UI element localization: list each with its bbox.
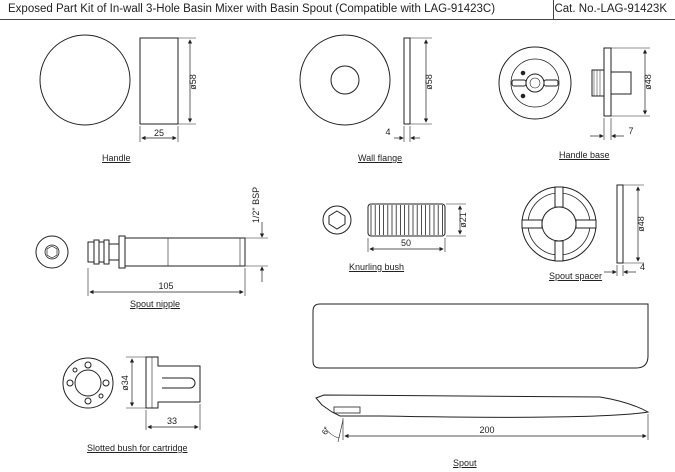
spout-spacer-drawing [521, 184, 644, 276]
caption-spout-nipple: Spout nipple [130, 299, 181, 309]
spout-spacer-diameter-text: ø48 [636, 216, 646, 232]
spout-spacer-side-view [616, 184, 624, 264]
caption-spout-spacer: Spout spacer [549, 271, 603, 281]
knurling-bush-drawing [322, 203, 466, 252]
spout-angle-line [337, 419, 344, 443]
header-rule [0, 19, 675, 20]
handle-front-view [39, 34, 131, 126]
wall-flange-side-view [403, 37, 411, 125]
spout-nipple-body [124, 237, 246, 267]
handle-base-side-plate [603, 47, 612, 117]
slotted-bush-drawing [62, 356, 201, 430]
slotted-bush-side-view [145, 356, 201, 409]
spout-nipple-end-view [35, 235, 69, 269]
spout-nipple-thread-text: 1/2" BSP [251, 187, 261, 223]
wall-flange-diameter-text: ø58 [424, 74, 434, 90]
handle-base-drawing [498, 46, 650, 140]
handle-side-view [139, 37, 179, 125]
spout-spacer-bore [541, 206, 577, 242]
caption-spout: Spout [453, 458, 477, 468]
document-title: Exposed Part Kit of In-wall 3-Hole Basin… [8, 3, 496, 15]
spout-drawing [312, 303, 650, 443]
spout-angle-text: 6° [320, 425, 332, 436]
slotted-bush-bore [74, 369, 102, 397]
handle-base-front-view [498, 46, 572, 120]
handle-depth-text: 25 [154, 128, 164, 138]
caption-handle-base: Handle base [559, 150, 610, 160]
wall-flange-thickness-text: 4 [385, 127, 390, 137]
hex-bore [328, 210, 346, 230]
wall-flange-front-view [299, 34, 391, 126]
handle-base-diameter-text: ø48 [643, 74, 653, 90]
handle-diameter-text: ø58 [188, 74, 198, 90]
spout-outlet [333, 406, 361, 414]
handle-base-depth-text: 7 [628, 126, 633, 136]
wall-flange-bore [330, 65, 360, 95]
spout-top-view [312, 303, 649, 369]
caption-handle: Handle [102, 153, 131, 163]
knurling-bush-length-text: 50 [401, 238, 411, 248]
caption-knurling-bush: Knurling bush [349, 262, 405, 272]
cartridge-slot [162, 377, 196, 389]
caption-slotted-bush: Slotted bush for cartridge [87, 443, 188, 453]
spout-side-view [315, 394, 650, 418]
slotted-bush-diameter-text: ø34 [120, 375, 130, 391]
spout-length-text: 200 [479, 425, 494, 435]
hex-socket [46, 245, 58, 259]
wall-flange-drawing [299, 34, 432, 142]
handle-drawing [39, 34, 196, 142]
header-divider [553, 0, 554, 20]
spline-hub [525, 73, 545, 93]
slotted-bush-front-view [62, 357, 114, 409]
spout-spacer-thickness-text: 4 [640, 262, 645, 272]
knurling-bush-side-view [367, 203, 446, 237]
caption-wall-flange: Wall flange [358, 153, 403, 163]
spout-nipple-drawing [35, 222, 268, 296]
spout-nipple-collar [118, 235, 126, 269]
catalog-number: Cat. No.-LAG-91423K [554, 3, 667, 15]
knurling-bush-diameter-text: ø21 [458, 212, 468, 228]
knurling-bush-end-view [322, 205, 352, 235]
spout-nipple-length-text: 105 [158, 281, 173, 291]
slotted-bush-length-text: 33 [167, 416, 177, 426]
